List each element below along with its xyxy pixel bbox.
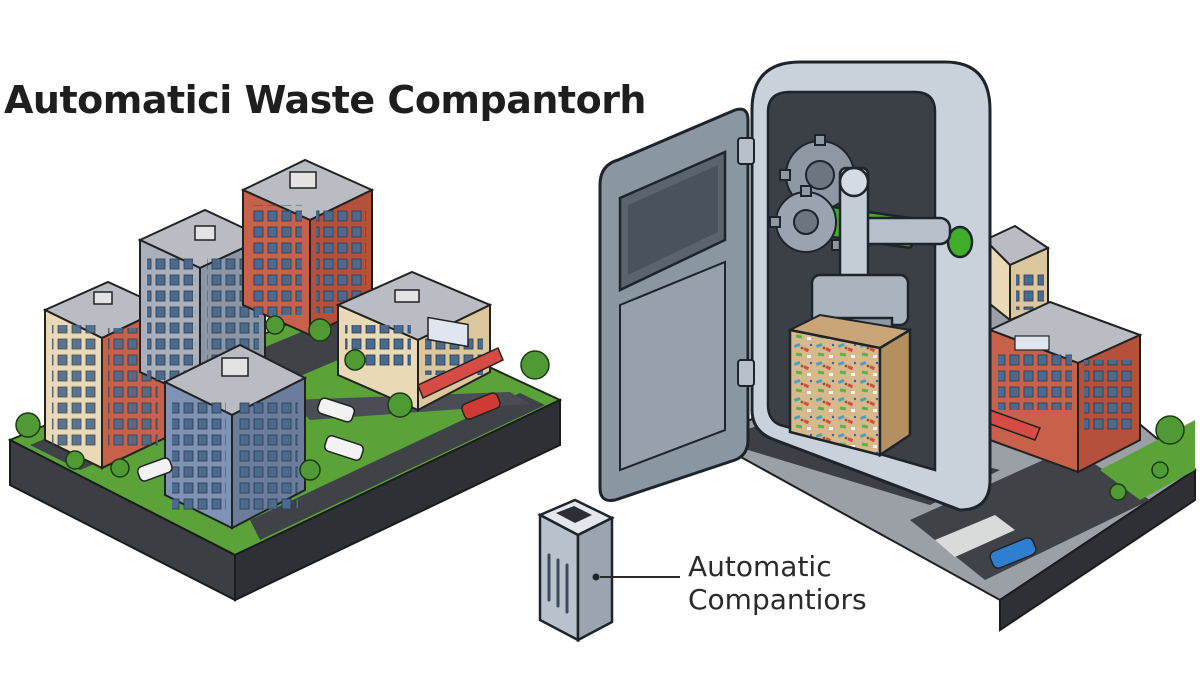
trees-left xyxy=(15,315,550,481)
callout-line-2: Compantiors xyxy=(688,583,867,616)
left-city-block xyxy=(7,158,563,602)
status-indicator-side xyxy=(946,225,974,259)
cars-left xyxy=(136,392,501,482)
compactor-machine-icon xyxy=(598,60,1000,512)
car-blue xyxy=(989,537,1037,569)
callout-line-1: Automatic xyxy=(688,550,832,583)
door-hinge-top xyxy=(737,137,755,165)
road-left-2 xyxy=(250,393,545,540)
trash-bin-icon xyxy=(537,498,615,643)
door-hinge-bottom xyxy=(737,359,755,387)
callout-label: Automatic Compantiors xyxy=(688,550,867,616)
building-d-shop xyxy=(335,270,504,412)
building-e xyxy=(162,343,308,530)
page-title: Automatici Waste Compantorh xyxy=(4,78,646,122)
crosswalk xyxy=(935,515,1015,557)
gear-icon xyxy=(769,134,866,253)
building-f xyxy=(983,224,1051,323)
compactor-door[interactable] xyxy=(598,107,755,502)
piston xyxy=(810,166,952,342)
compressed-trash-block xyxy=(786,313,913,458)
trees-right xyxy=(1109,415,1185,501)
building-g-shop xyxy=(984,300,1143,474)
